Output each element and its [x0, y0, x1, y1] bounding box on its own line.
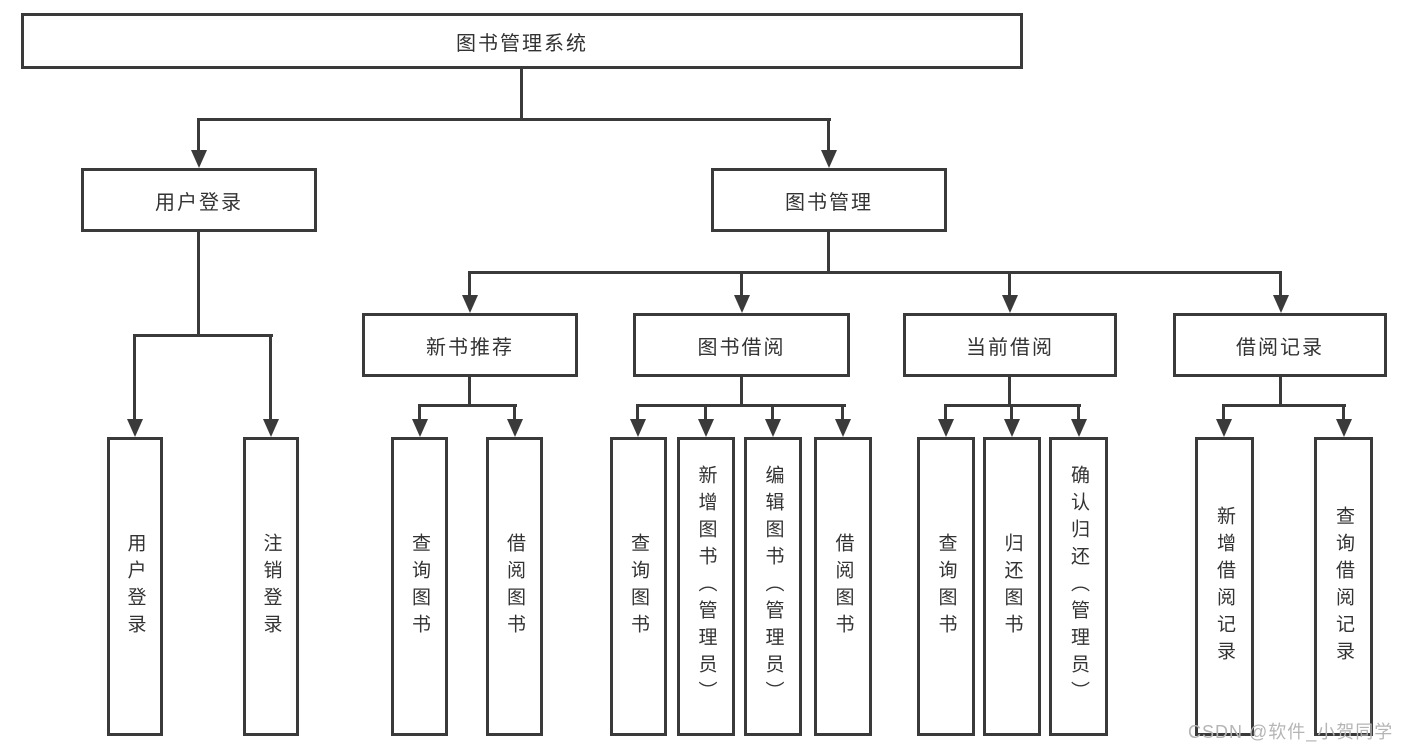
connector-management-rail [468, 271, 1282, 274]
connector-drop-leaf [418, 404, 421, 425]
node-label: 图书管理 [785, 191, 873, 214]
arrow-down-icon [191, 150, 207, 168]
arrow-down-icon [630, 419, 646, 437]
connector-drop-l3 [740, 271, 743, 299]
connector-records-rail [1222, 404, 1346, 407]
arrow-down-icon [765, 419, 781, 437]
leaf-label: 确认归还（管理员） [1068, 465, 1089, 708]
connector-root-stem [520, 69, 523, 121]
arrow-down-icon [698, 419, 714, 437]
leaf-logout: 注销登录 [243, 437, 299, 736]
leaf-label: 查询图书 [628, 532, 649, 641]
connector-current-stem [1008, 377, 1011, 406]
arrow-down-icon [462, 295, 478, 313]
leaf-add-books-admin: 新增图书（管理员） [677, 437, 735, 736]
leaf-user-login: 用户登录 [107, 437, 163, 736]
leaf-label: 查询借阅记录 [1333, 505, 1354, 668]
leaf-query-books-current: 查询图书 [917, 437, 975, 736]
node-user-login: 用户登录 [81, 168, 317, 232]
arrow-down-icon [821, 150, 837, 168]
node-borrowing-records: 借阅记录 [1173, 313, 1387, 377]
leaf-borrow-books: 借阅图书 [814, 437, 872, 736]
node-label: 借阅记录 [1236, 336, 1324, 359]
connector-drop-leaf [944, 404, 947, 425]
leaf-label: 新增借阅记录 [1214, 505, 1235, 668]
arrow-down-icon [412, 419, 428, 437]
node-current-borrowing: 当前借阅 [903, 313, 1117, 377]
leaf-label: 查询图书 [409, 532, 430, 641]
connector-borrow-rail [636, 404, 846, 407]
connector-drop-leaf [704, 404, 707, 425]
node-label: 用户登录 [155, 191, 243, 214]
connector-drop-leaf [1077, 404, 1080, 425]
arrow-down-icon [127, 419, 143, 437]
arrow-down-icon [507, 419, 523, 437]
leaf-edit-books-admin: 编辑图书（管理员） [744, 437, 802, 736]
connector-root-rail [197, 118, 831, 121]
leaf-query-books-recommend: 查询图书 [391, 437, 448, 736]
connector-drop-user-login [197, 118, 200, 152]
node-book-borrowing: 图书借阅 [633, 313, 850, 377]
connector-drop-leaf [771, 404, 774, 425]
leaf-confirm-return-admin: 确认归还（管理员） [1049, 437, 1108, 736]
leaf-label: 查询图书 [935, 532, 957, 641]
connector-drop-leaf [636, 404, 639, 425]
connector-login-stem [197, 232, 200, 337]
leaf-borrow-books-recommend: 借阅图书 [486, 437, 543, 736]
node-new-book-recommend: 新书推荐 [362, 313, 578, 377]
leaf-add-borrow-record: 新增借阅记录 [1195, 437, 1254, 736]
connector-borrow-stem [740, 377, 743, 406]
arrow-down-icon [1216, 419, 1232, 437]
leaf-label: 编辑图书（管理员） [762, 465, 784, 708]
arrow-down-icon [1273, 295, 1289, 313]
connector-drop-leaf [1222, 404, 1225, 425]
connector-drop-leaf [269, 334, 272, 425]
node-label: 图书管理系统 [456, 32, 588, 55]
node-label: 新书推荐 [426, 336, 514, 359]
connector-drop-leaf [133, 334, 136, 425]
leaf-query-books-borrow: 查询图书 [610, 437, 667, 736]
arrow-down-icon [835, 419, 851, 437]
leaf-label: 注销登录 [260, 532, 282, 641]
connector-drop-l3 [1279, 271, 1282, 299]
connector-drop-leaf [1010, 404, 1013, 425]
arrow-down-icon [1004, 419, 1020, 437]
connector-drop-book-management [827, 118, 830, 152]
arrow-down-icon [1071, 419, 1087, 437]
arrow-down-icon [1336, 419, 1352, 437]
csdn-watermark: CSDN @软件_小贺同学 [1188, 722, 1394, 742]
node-library-management-system: 图书管理系统 [21, 13, 1023, 69]
connector-recommend-stem [468, 377, 471, 406]
leaf-label: 归还图书 [1001, 532, 1023, 641]
node-label: 当前借阅 [966, 336, 1054, 359]
connector-login-rail [133, 334, 273, 337]
leaf-label: 用户登录 [124, 532, 146, 641]
connector-drop-leaf [841, 404, 844, 425]
connector-records-stem [1279, 377, 1282, 406]
leaf-label: 借阅图书 [832, 532, 854, 641]
leaf-query-borrow-record: 查询借阅记录 [1314, 437, 1373, 736]
node-book-management: 图书管理 [711, 168, 947, 232]
arrow-down-icon [263, 419, 279, 437]
leaf-label: 新增图书（管理员） [695, 465, 717, 708]
connector-recommend-rail [418, 404, 517, 407]
connector-drop-l3 [1008, 271, 1011, 299]
connector-drop-leaf [513, 404, 516, 425]
arrow-down-icon [938, 419, 954, 437]
leaf-return-books: 归还图书 [983, 437, 1041, 736]
connector-drop-leaf [1342, 404, 1345, 425]
arrow-down-icon [1002, 295, 1018, 313]
node-label: 图书借阅 [697, 336, 786, 359]
arrow-down-icon [734, 295, 750, 313]
connector-drop-l3 [468, 271, 471, 299]
connector-management-stem [827, 232, 830, 274]
leaf-label: 借阅图书 [504, 532, 525, 641]
